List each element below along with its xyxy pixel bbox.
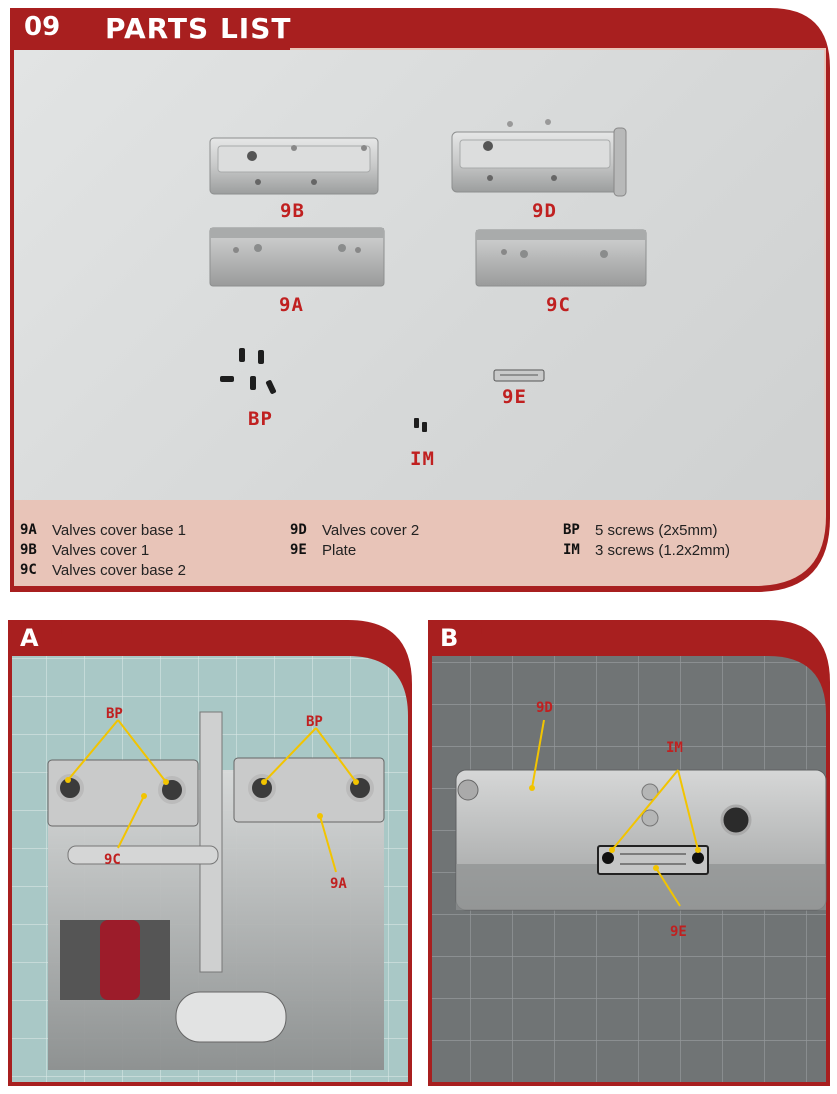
legend-item: 9C Valves cover base 2 bbox=[20, 560, 270, 580]
legend-code: BP bbox=[563, 522, 580, 538]
panel-a-label-bp-right: BP bbox=[306, 714, 323, 730]
part-im-screws bbox=[414, 418, 427, 432]
legend-code: 9D bbox=[290, 522, 307, 538]
legend-col-1: 9A Valves cover base 1 9B Valves cover 1… bbox=[20, 520, 270, 580]
part-9d-valves-cover-2 bbox=[451, 119, 627, 197]
label-9d: 9D bbox=[532, 200, 557, 222]
legend-text: Valves cover 1 bbox=[52, 541, 150, 559]
parts-illustrations bbox=[209, 119, 647, 432]
panel-a bbox=[8, 620, 412, 1086]
panel-b-label-9d: 9D bbox=[536, 700, 553, 716]
panel-a-label-9c: 9C bbox=[104, 852, 121, 868]
legend-item: BP 5 screws (2x5mm) bbox=[563, 520, 813, 540]
part-9e-plate bbox=[493, 369, 545, 382]
legend-text: Valves cover base 1 bbox=[52, 521, 186, 539]
panel-b-label-9e: 9E bbox=[670, 924, 687, 940]
panel-b-label-im: IM bbox=[666, 740, 683, 756]
legend-code: IM bbox=[563, 542, 580, 558]
part-9b-valves-cover-1 bbox=[209, 137, 379, 195]
legend-item: 9B Valves cover 1 bbox=[20, 540, 270, 560]
panel-a-letter: A bbox=[20, 624, 39, 652]
label-bp: BP bbox=[248, 408, 273, 430]
legend-code: 9B bbox=[20, 542, 37, 558]
legend-item: 9E Plate bbox=[290, 540, 540, 560]
part-9c-valves-cover-base-2 bbox=[475, 229, 647, 287]
legend-text: 3 screws (1.2x2mm) bbox=[595, 541, 731, 559]
legend-text: 5 screws (2x5mm) bbox=[595, 521, 718, 539]
legend-code: 9A bbox=[20, 522, 37, 538]
label-im: IM bbox=[410, 448, 435, 470]
part-bp-screws bbox=[220, 348, 277, 394]
panel-b-letter: B bbox=[440, 624, 459, 652]
legend-text: Valves cover 2 bbox=[322, 521, 420, 539]
legend-item: 9D Valves cover 2 bbox=[290, 520, 540, 540]
step-number: 09 bbox=[24, 12, 61, 42]
label-9e: 9E bbox=[502, 386, 527, 408]
panel-b bbox=[428, 620, 830, 1086]
legend-text: Plate bbox=[322, 541, 357, 559]
label-9b: 9B bbox=[280, 200, 305, 222]
legend-code: 9C bbox=[20, 562, 37, 578]
label-9c: 9C bbox=[546, 294, 571, 316]
legend-code: 9E bbox=[290, 542, 307, 558]
legend-item: 9A Valves cover base 1 bbox=[20, 520, 270, 540]
legend-col-3: BP 5 screws (2x5mm) IM 3 screws (1.2x2mm… bbox=[563, 520, 813, 560]
panel-a-label-9a: 9A bbox=[330, 876, 347, 892]
label-9a: 9A bbox=[279, 294, 304, 316]
page-title: PARTS LIST bbox=[105, 12, 292, 45]
legend-col-2: 9D Valves cover 2 9E Plate bbox=[290, 520, 540, 560]
legend-text: Valves cover base 2 bbox=[52, 561, 186, 579]
part-9a-valves-cover-base-1 bbox=[209, 227, 385, 287]
panel-a-label-bp-left: BP bbox=[106, 706, 123, 722]
legend-item: IM 3 screws (1.2x2mm) bbox=[563, 540, 813, 560]
header-tab bbox=[10, 8, 290, 52]
